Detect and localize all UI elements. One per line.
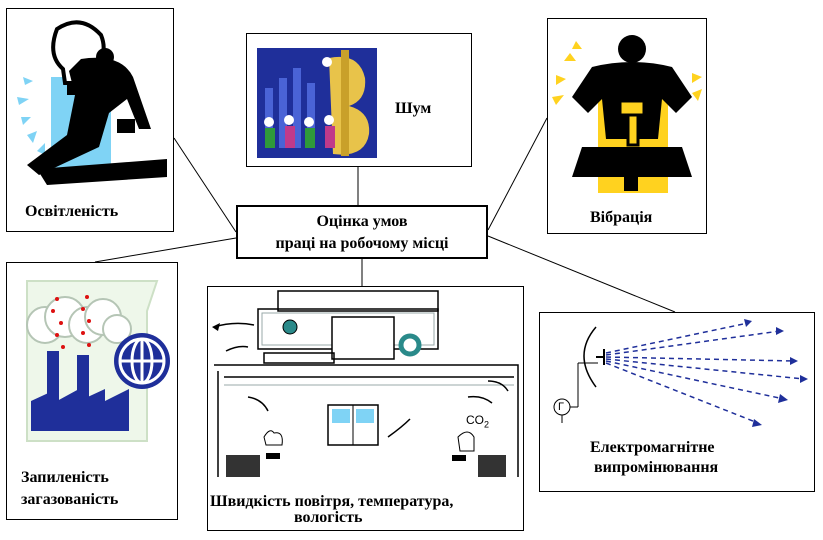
center-title-line2: праці на робочому місці bbox=[275, 235, 449, 252]
meter-g-label: Г bbox=[558, 401, 564, 413]
noise-label: Шум bbox=[395, 100, 432, 117]
em-label-line1: Електромагнітне bbox=[590, 439, 715, 456]
air-label-line1: Швидкість повітря, температура, bbox=[210, 493, 454, 510]
em-emitter-diagram bbox=[553, 319, 808, 427]
noise-box: Шум bbox=[246, 33, 472, 167]
em-label-line2: випромінювання bbox=[594, 459, 719, 476]
center-title-line1: Оцінка умов bbox=[316, 213, 408, 230]
jackhammer-worker-icon bbox=[552, 35, 702, 193]
lighting-box: Освітленість bbox=[6, 8, 174, 232]
air-label-line2: вологість bbox=[294, 509, 363, 526]
dust-label-line2: загазованість bbox=[21, 491, 119, 508]
factory-globe-icon bbox=[26, 280, 170, 442]
air-conditions-box: CO2 Швидкість повітря, температура, воло… bbox=[207, 286, 524, 531]
vibration-label: Вібрація bbox=[590, 209, 653, 226]
em-radiation-box: Г Електромагнітне випромінювання bbox=[539, 312, 815, 492]
co2-label: CO2 bbox=[466, 413, 490, 430]
dust-box: Запиленість загазованість bbox=[6, 262, 178, 520]
assessment-center-box: Оцінка умов праці на робочому місці bbox=[236, 205, 488, 259]
business-people-chart-icon bbox=[257, 48, 377, 158]
vibration-box: Вібрація bbox=[547, 18, 707, 234]
lightbulb-worker-icon bbox=[17, 20, 167, 185]
dust-label-line1: Запиленість bbox=[21, 469, 109, 486]
lighting-label: Освітленість bbox=[25, 203, 119, 220]
room-ventilation-diagram bbox=[212, 290, 519, 477]
